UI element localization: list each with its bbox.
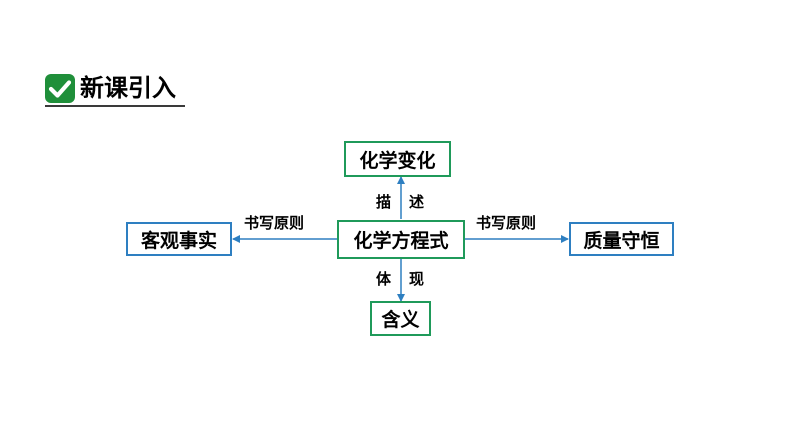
node-top: 化学变化 xyxy=(344,141,451,177)
node-bottom: 含义 xyxy=(370,301,431,336)
node-right: 质量守恒 xyxy=(569,222,674,256)
node-left: 客观事实 xyxy=(126,222,232,256)
label-right: 书写原则 xyxy=(476,214,537,232)
label-bottom-a: 体 xyxy=(376,270,392,288)
label-bottom-b: 现 xyxy=(409,270,425,288)
node-center: 化学方程式 xyxy=(337,220,465,259)
label-left: 书写原则 xyxy=(244,214,305,232)
check-icon xyxy=(45,74,75,103)
label-top-a: 描 xyxy=(376,193,392,211)
section-title: 新课引入 xyxy=(80,74,176,102)
title-underline xyxy=(45,105,185,107)
label-top-b: 述 xyxy=(409,193,425,211)
